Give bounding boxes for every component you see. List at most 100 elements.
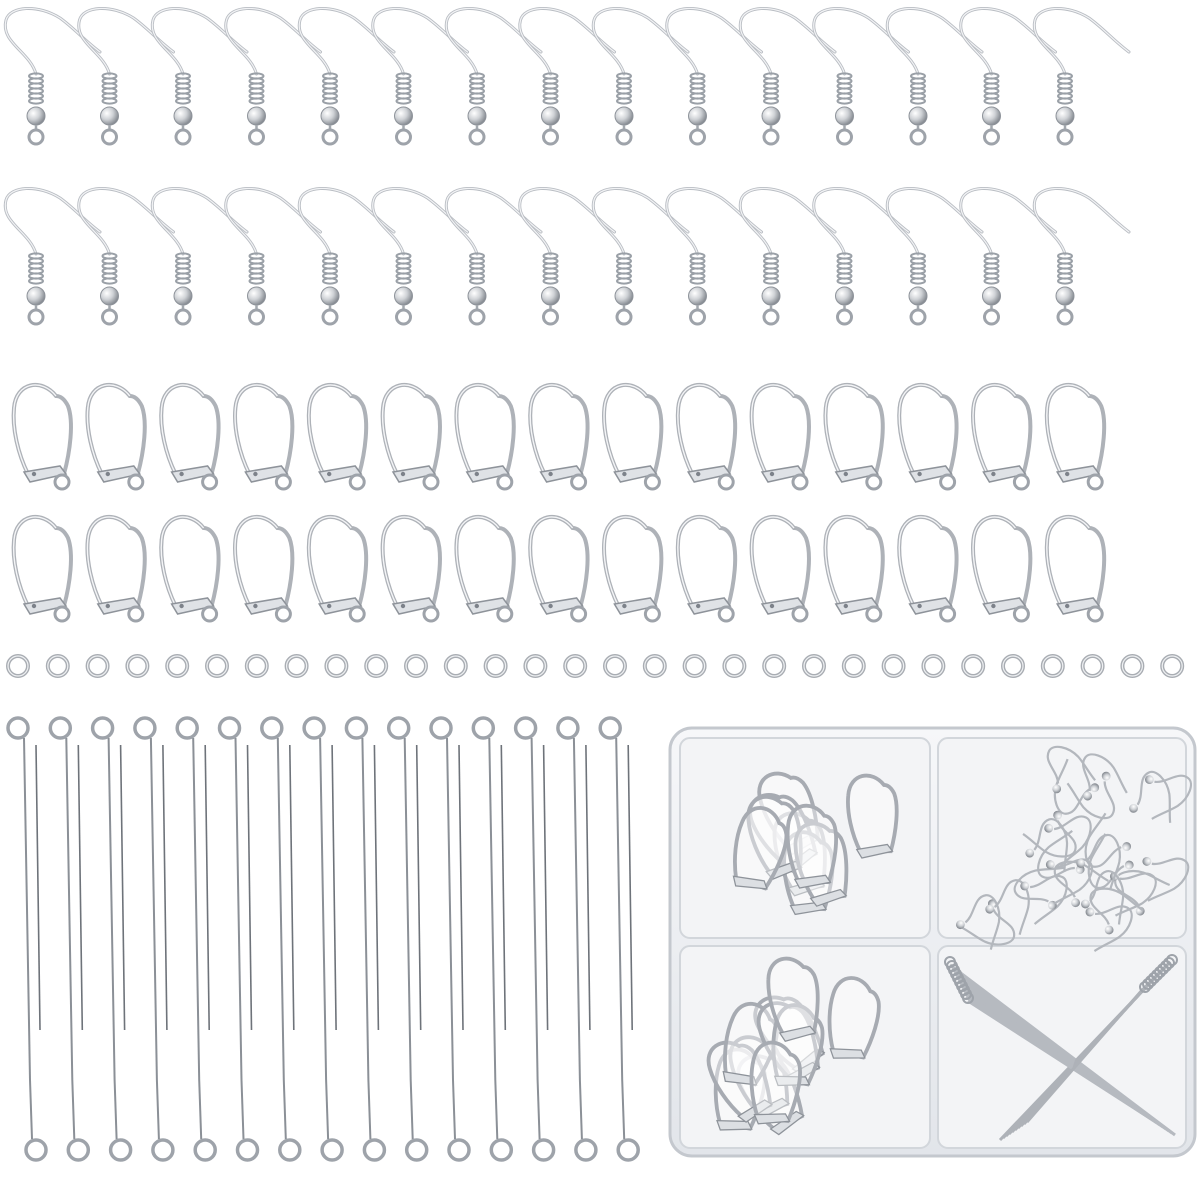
leverback-earring xyxy=(675,383,738,491)
fish-hook xyxy=(518,186,616,326)
boxed-leverback xyxy=(846,773,899,859)
fish-hook xyxy=(77,6,175,146)
jump-ring xyxy=(284,654,309,678)
boxed-fish-hook xyxy=(1045,858,1093,905)
jump-ring xyxy=(921,654,946,678)
fish-hook xyxy=(591,186,690,326)
boxed-fish-hook xyxy=(1089,887,1144,935)
leverback-earring xyxy=(233,515,295,623)
eye-pin xyxy=(217,716,260,1162)
fish-hook xyxy=(3,186,102,326)
fish-hook xyxy=(665,186,763,326)
jump-ring xyxy=(841,654,866,678)
leverback-earring xyxy=(454,383,516,491)
boxed-fish-hook xyxy=(1053,758,1100,815)
leverback-earring xyxy=(528,383,590,491)
boxed-eye-pins xyxy=(944,954,1178,1142)
compartment-bottom-left xyxy=(679,945,931,1149)
boxed-leverbacks-2 xyxy=(706,956,881,1136)
leverback-earring xyxy=(85,383,147,491)
jump-ring xyxy=(443,654,468,678)
jump-ring xyxy=(1160,654,1185,678)
storage-box xyxy=(668,726,1197,1158)
fish-hook xyxy=(1032,6,1131,146)
eye-pin xyxy=(556,716,598,1162)
leverback-earring xyxy=(11,383,73,491)
fish-hook xyxy=(591,6,690,146)
boxed-fish-hooks xyxy=(955,745,1192,952)
eye-pin xyxy=(6,716,48,1162)
boxed-fish-hook xyxy=(1076,833,1121,890)
boxed-eye-pin xyxy=(1025,981,1151,1123)
eye-pin xyxy=(386,716,429,1162)
leverback-earring xyxy=(823,515,885,623)
boxed-leverback xyxy=(766,956,820,1042)
fish-hook xyxy=(959,186,1057,326)
fish-hook xyxy=(812,6,910,146)
leverback-earring xyxy=(528,515,590,623)
fish-hook xyxy=(371,6,469,146)
fish-hook xyxy=(297,186,396,326)
leverback-earring xyxy=(306,515,369,623)
boxed-fish-hook xyxy=(1025,818,1069,872)
boxed-leverback xyxy=(785,803,838,889)
boxed-leverback xyxy=(732,806,789,891)
leverback-earring xyxy=(897,515,959,623)
boxed-fish-hook xyxy=(1142,857,1190,902)
fish-hook xyxy=(885,186,984,326)
jump-ring xyxy=(483,654,508,678)
jump-ring xyxy=(603,654,627,678)
jump-ring xyxy=(244,654,269,678)
jump-ring xyxy=(682,654,707,678)
jump-ring xyxy=(85,654,110,678)
leverback-earring xyxy=(454,515,516,623)
fish-hook-ear-wires xyxy=(3,6,1131,326)
leverback-earring xyxy=(233,383,295,491)
leverback-earring xyxy=(1044,515,1107,623)
leverback-earring xyxy=(897,383,959,491)
eye-pin xyxy=(90,716,133,1162)
jump-ring xyxy=(404,654,428,678)
jump-ring xyxy=(364,654,389,678)
boxed-fish-hook xyxy=(1082,753,1128,801)
fish-hook xyxy=(371,186,469,326)
fish-hook xyxy=(738,186,837,326)
eye-pin xyxy=(513,716,556,1162)
boxed-fish-hook xyxy=(1066,771,1115,820)
jump-ring xyxy=(324,654,349,678)
fish-hook xyxy=(224,6,322,146)
fish-hook xyxy=(885,6,984,146)
jump-ring xyxy=(45,654,70,678)
jump-ring xyxy=(762,654,787,678)
boxed-fish-hook xyxy=(1084,812,1132,868)
jump-rings xyxy=(6,654,1185,678)
boxed-fish-hook xyxy=(1085,905,1133,952)
jump-ring xyxy=(1040,654,1065,678)
leverback-earring xyxy=(823,383,885,491)
jump-ring xyxy=(881,654,906,678)
eye-pin xyxy=(48,716,91,1162)
jump-ring xyxy=(722,654,747,678)
leverback-earring xyxy=(1044,383,1107,491)
fish-hook xyxy=(3,6,102,146)
jump-ring xyxy=(165,654,190,678)
fish-hook xyxy=(150,6,249,146)
leverback-earring xyxy=(971,383,1033,491)
leverback-earrings xyxy=(11,383,1107,623)
jump-ring xyxy=(6,654,30,678)
jump-ring xyxy=(1120,654,1145,678)
boxed-fish-hook xyxy=(1081,870,1125,925)
fish-hook xyxy=(665,6,763,146)
jump-ring xyxy=(1001,654,1025,678)
eye-pins xyxy=(6,716,640,1162)
leverback-earring xyxy=(306,383,369,491)
jump-ring xyxy=(961,654,986,678)
jump-ring xyxy=(205,654,229,678)
leverback-earring xyxy=(85,515,147,623)
fish-hook xyxy=(297,6,396,146)
fish-hook xyxy=(518,6,616,146)
leverback-earring xyxy=(159,515,221,623)
jump-ring xyxy=(523,654,548,678)
leverback-earring xyxy=(602,515,664,623)
fish-hook xyxy=(150,186,249,326)
